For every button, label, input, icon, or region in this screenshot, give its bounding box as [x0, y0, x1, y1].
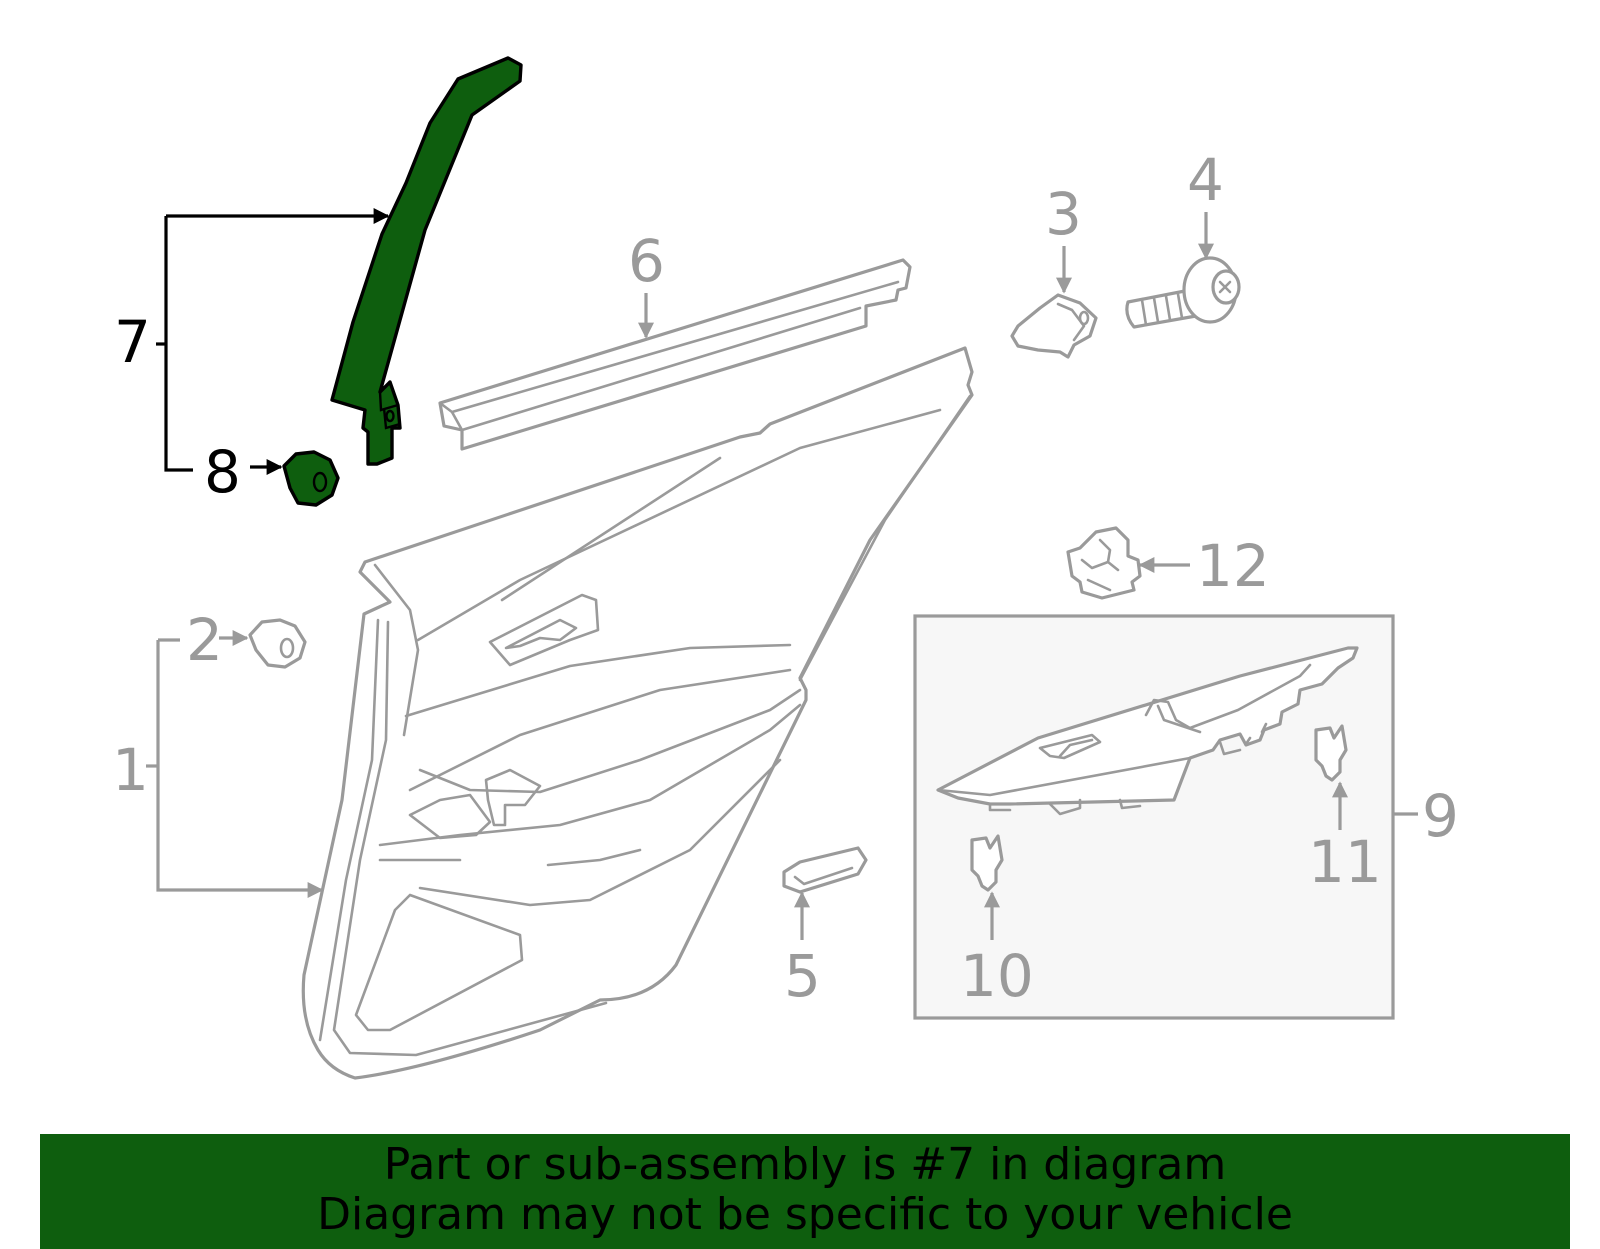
bracket-3 [1010, 293, 1098, 359]
callout-10: 10 [960, 942, 1034, 1010]
clip-2-hole [279, 637, 295, 659]
door-trim-panel [301, 346, 974, 1080]
door-frame-garnish-7 [330, 56, 523, 466]
callout-11: 11 [1308, 828, 1382, 896]
clip-2 [248, 618, 307, 669]
clip-12 [1066, 526, 1142, 600]
banner-line-1: Part or sub-assembly is #7 in diagram [383, 1139, 1227, 1190]
callout-labels: 1 2 3 4 5 6 7 8 9 10 11 12 [112, 146, 1459, 1010]
part-7-shape [330, 56, 523, 466]
callout-3: 3 [1045, 180, 1082, 248]
clip-11 [1314, 724, 1348, 782]
callout-1: 1 [112, 736, 149, 804]
callout-8: 8 [204, 438, 241, 506]
callout-12: 12 [1196, 532, 1270, 600]
info-banner: Part or sub-assembly is #7 in diagram Di… [40, 1134, 1570, 1249]
leader-lines [146, 208, 1418, 940]
banner-line-2: Diagram may not be specific to your vehi… [317, 1189, 1293, 1240]
clip-10 [970, 834, 1004, 892]
part-8-shape [282, 450, 340, 507]
screw-4 [1125, 256, 1241, 329]
callout-4: 4 [1187, 146, 1224, 214]
callout-5: 5 [784, 942, 821, 1010]
switch-base-9 [936, 646, 1359, 816]
pad-5 [782, 846, 868, 894]
callout-9: 9 [1422, 782, 1459, 850]
callout-2: 2 [186, 606, 223, 674]
clip-8 [282, 450, 340, 507]
callout-6: 6 [628, 227, 665, 295]
callout-7: 7 [114, 308, 151, 376]
belt-molding-6 [438, 258, 912, 451]
